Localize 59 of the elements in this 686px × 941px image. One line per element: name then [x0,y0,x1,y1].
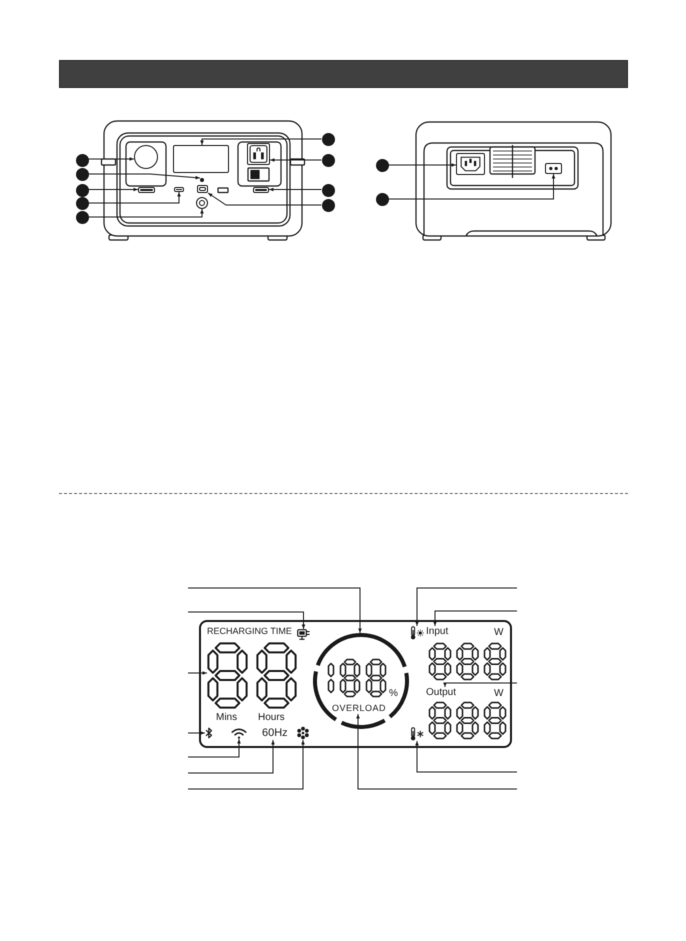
ac-input-port [456,153,485,175]
wifi-icon [231,728,247,739]
leader-line [88,157,134,161]
leader-line [388,174,556,200]
callout-marker [76,154,88,166]
thermometer-snowflake-icon [410,727,424,741]
leader-line [188,738,241,758]
callout-marker [376,158,388,172]
callout-marker [376,192,388,206]
fan-icon [296,726,310,740]
unit-label: W [494,688,504,700]
output-label: Output [426,687,459,699]
indicator-light [200,178,204,182]
leader-line [388,163,456,167]
leader-line [415,740,518,772]
leader-line [88,188,138,192]
leader-line [208,192,322,206]
dc-input-port [545,163,562,174]
bluetooth-icon [205,727,213,739]
unit-label: Hours [258,712,285,724]
leader-line [88,192,181,204]
percent-sign: % [389,688,398,700]
thermometer-sun-icon [410,626,424,640]
display-screen [173,145,229,173]
callout-marker [76,184,88,196]
ac-outlet [247,143,270,165]
leader-line [188,731,206,735]
leader-line [88,174,200,180]
leader-line [356,714,518,790]
leader-line [188,671,208,675]
frequency-label: 60Hz [262,726,289,740]
input-label: Input [426,626,452,638]
callout-marker [322,154,334,166]
leader-line [188,740,275,774]
callout-marker [322,198,334,212]
leader-line [188,740,305,790]
leader-line [200,138,322,146]
unit-label: W [494,627,504,639]
usb-a-port [174,187,184,192]
leader-line [270,158,322,162]
leader-line [443,682,518,688]
callout-marker [76,196,88,210]
leader-line [188,588,362,634]
callout-marker [76,168,88,180]
leader-line [188,612,306,630]
lcd-screen [199,620,512,748]
monitor-icon [297,629,310,640]
leader-line [433,610,518,626]
display-heading: RECHARGING TIME [207,626,292,637]
leader-line [88,208,204,218]
callout-marker [76,210,88,224]
leader-line [268,188,322,192]
overload-label: OVERLOAD [332,703,389,714]
usb-c-port [197,185,208,193]
callout-marker [322,132,334,146]
callout-marker [322,184,334,196]
leader-line [415,588,518,626]
unit-label: Mins [216,712,238,724]
time-digits-drawing [207,642,297,709]
